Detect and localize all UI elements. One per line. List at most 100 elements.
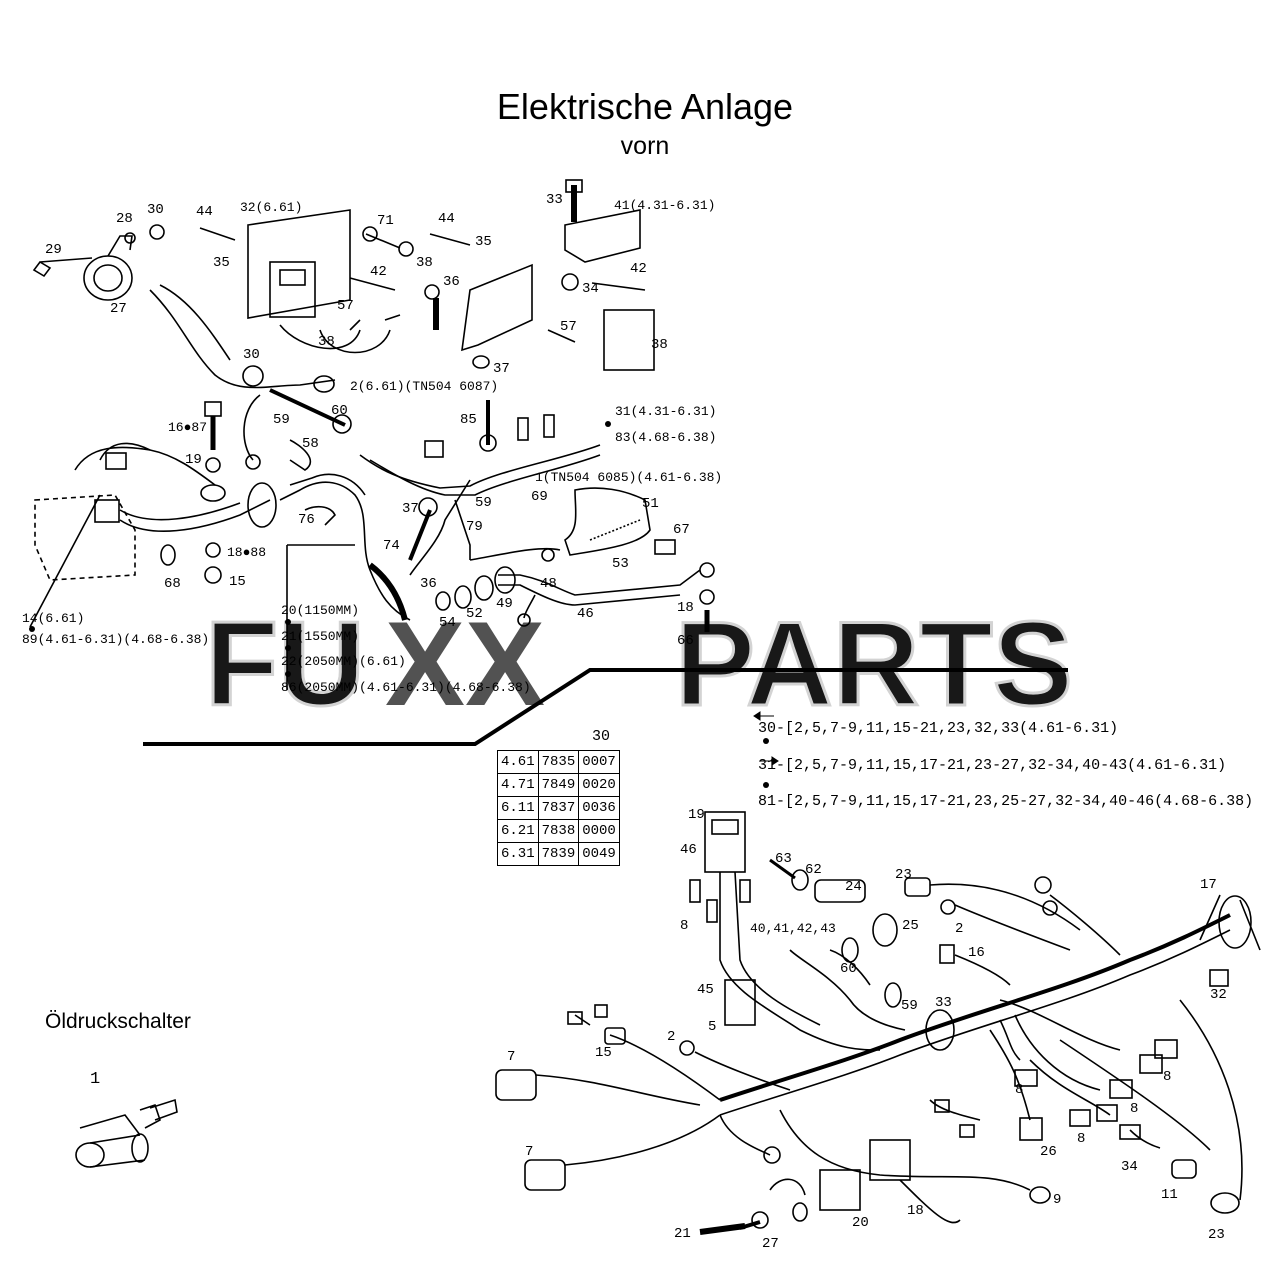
table-cell: 6.11 (497, 796, 539, 820)
callout: 60 (840, 961, 857, 977)
callout: 60 (331, 403, 348, 419)
legend-text: 2,5,7-9,11,15,17-21,23,25-27,32-34,40-46… (794, 793, 1254, 810)
label-22: 22(2050MM)(6.61) (281, 654, 406, 669)
heat-shield-51 (564, 487, 651, 556)
callout: 48 (540, 576, 557, 592)
connector-23-lower (1210, 1192, 1240, 1214)
legend-row-30: 30-[2,5,7-9,11,15-21,23,32,33(4.61-6.31) (758, 720, 1119, 737)
callout: 36 (420, 576, 437, 592)
callout: 33 (935, 995, 952, 1011)
callout: 8 (680, 918, 688, 934)
branch-9 (779, 1109, 1031, 1191)
label-2: 2(6.61)(TN504 6087) (350, 379, 498, 394)
callout: 44 (438, 211, 455, 227)
callout: 35 (475, 234, 492, 250)
callout: 79 (466, 519, 483, 535)
watermark: FU XX PARTS (204, 596, 1075, 733)
callout: 24 (845, 879, 862, 895)
label-31: 31(4.31-6.31) (615, 404, 716, 419)
callout-labels: 29 28 30 44 35 27 71 38 42 57 38 44 35 3… (45, 192, 1227, 1252)
switch-thread (75, 1142, 105, 1168)
callout: 71 (377, 213, 394, 229)
table-cell: 0036 (578, 796, 620, 820)
label-89: 89(4.61-6.31)(4.68-6.38) (22, 632, 209, 647)
table-cell: 7837 (537, 796, 580, 820)
label-40-43: 40,41,42,43 (750, 921, 836, 936)
legend-row-31: 31-[2,5,7-9,11,15,17-21,23-27,32-34,40-4… (758, 757, 1227, 774)
bolt-29 (32, 257, 93, 278)
callout: 7 (525, 1144, 533, 1160)
bracket-31 (461, 263, 533, 352)
callout: 62 (805, 862, 822, 878)
starter-cable (279, 481, 411, 621)
label-1: 1(TN504 6085)(4.61-6.38) (535, 470, 722, 485)
label-20: 20(1150MM) (281, 603, 359, 618)
callout: 85 (460, 412, 477, 428)
connector-26 (1019, 1117, 1043, 1141)
connector-25 (872, 913, 898, 947)
callout: 19 (185, 452, 202, 468)
upper-assembly (29, 179, 715, 690)
watermark-parts: PARTS (675, 597, 1073, 731)
connector-7-upper (495, 1069, 537, 1101)
callout: 15 (229, 574, 246, 590)
callout: 7 (507, 1049, 515, 1065)
callout: 28 (116, 211, 133, 227)
connector-17 (1218, 895, 1252, 949)
callout: 16 (968, 945, 985, 961)
callout: 5 (708, 1019, 716, 1035)
table-cell: 0000 (578, 819, 620, 843)
watermark-fu: FU (205, 597, 365, 731)
callout: 59 (901, 998, 918, 1014)
callout: 21 (674, 1226, 691, 1242)
callout: 53 (612, 556, 629, 572)
callout: 18 (677, 600, 694, 616)
table-cell: 0049 (578, 842, 620, 866)
callout: 54 (439, 615, 456, 631)
branch-15 (609, 1034, 721, 1101)
relay-19 (704, 811, 746, 873)
arrow-right-icon (760, 756, 779, 766)
callout: 69 (531, 489, 548, 505)
legend-num: 30 (758, 720, 777, 737)
callout: 20 (852, 1215, 869, 1231)
callout: 67 (673, 522, 690, 538)
table-header: 30 (592, 728, 611, 745)
table-cell: 7849 (537, 773, 580, 797)
callout: 37 (402, 501, 419, 517)
callout: 42 (370, 264, 387, 280)
callout: 27 (762, 1236, 779, 1252)
part-variant-labels: 32(6.61) 41(4.31-6.31) 2(6.61)(TN504 608… (22, 198, 836, 936)
harness-trunk (719, 913, 1231, 1102)
legend-num: 31 (758, 757, 777, 774)
callout: 29 (45, 242, 62, 258)
callout: 74 (383, 538, 400, 554)
legend-row-81: 81-[2,5,7-9,11,15,17-21,23,25-27,32-34,4… (758, 793, 1254, 810)
callout: 27 (110, 301, 127, 317)
grommet (247, 482, 277, 528)
callout: 25 (902, 918, 919, 934)
mounting-plate-32 (247, 209, 351, 319)
section-divider-line (143, 668, 1068, 746)
table-cell: 6.31 (497, 842, 539, 866)
table-cell: 4.61 (497, 750, 539, 774)
callout: 8 (1163, 1069, 1171, 1085)
label-18-88: 18●88 (227, 545, 266, 560)
clip-67 (654, 539, 676, 555)
callout: 59 (475, 495, 492, 511)
callout: 76 (298, 512, 315, 528)
arrow-left-icon (753, 711, 774, 721)
table-cell: 0020 (578, 773, 620, 797)
callout: 26 (1040, 1144, 1057, 1160)
callout: 9 (1053, 1192, 1061, 1208)
callout: 46 (680, 842, 697, 858)
label-14: 14(6.61) (22, 611, 84, 626)
callout: 23 (1208, 1227, 1225, 1243)
legend-num: 81 (758, 793, 777, 810)
oil-pressure-switch-inset (75, 1098, 178, 1168)
callout: 57 (337, 298, 354, 314)
callout: 8 (1130, 1101, 1138, 1117)
